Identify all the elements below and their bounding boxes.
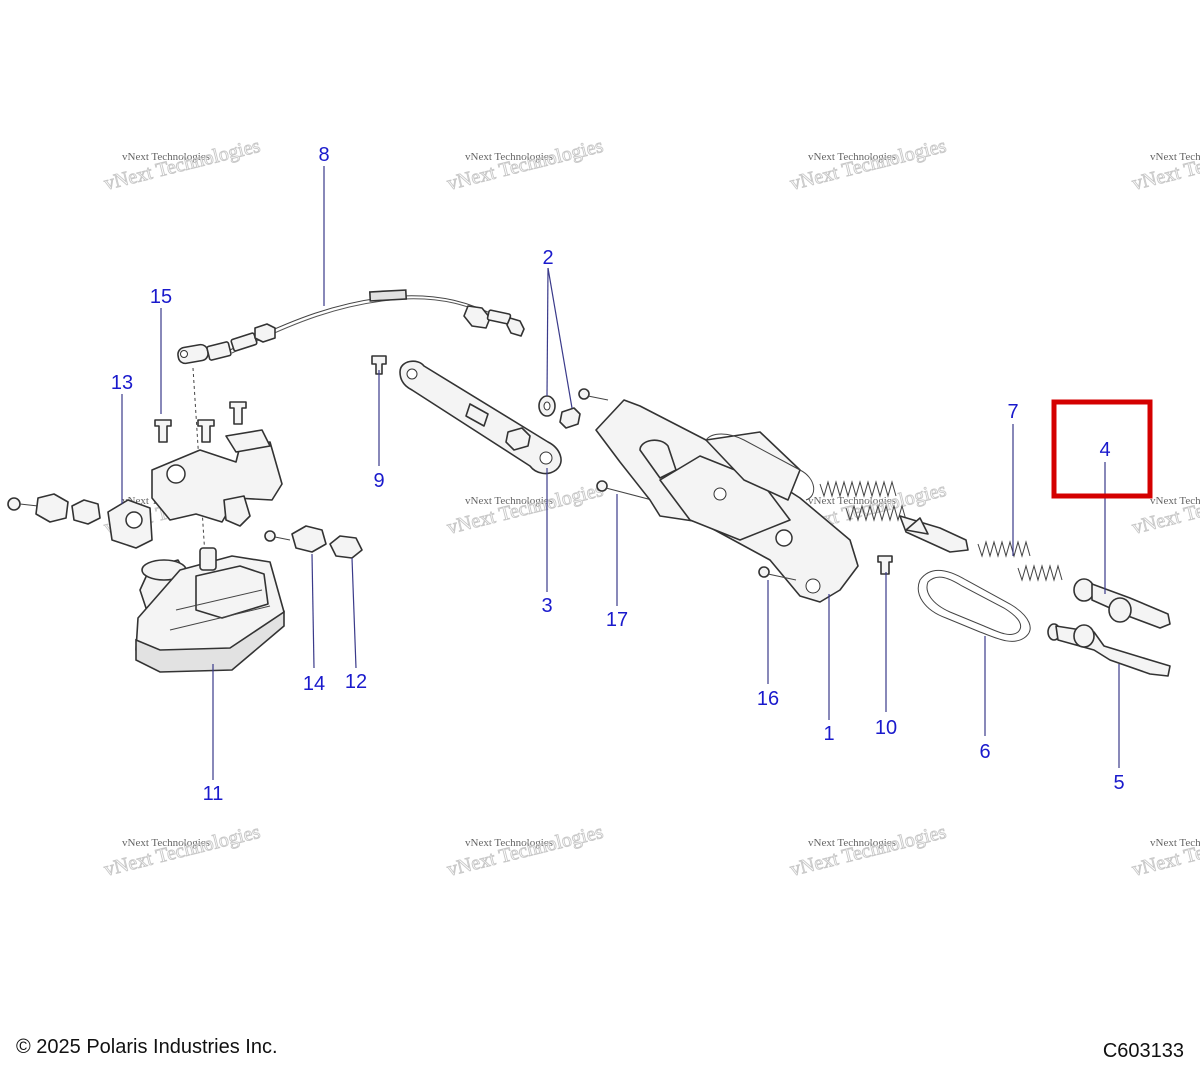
bolt-drawing (877, 555, 893, 575)
callout-label-7[interactable]: 7 (1007, 401, 1018, 423)
copyright-notice: © 2025 Polaris Industries Inc. (16, 1036, 278, 1058)
watermark-line2: vNext Technologies (102, 135, 263, 195)
watermark: vNext Technologies vNext Technologies (444, 478, 606, 539)
watermark: vNext Technologies vNext Technologies (444, 134, 606, 195)
callout-label-1[interactable]: 1 (823, 723, 834, 745)
watermark-line1: vNext Technologies (808, 151, 896, 163)
link-arm-drawing (371, 355, 562, 475)
callout-label-17[interactable]: 17 (606, 609, 628, 631)
watermark-line1: vNext Technologies (122, 837, 210, 849)
watermark-line1: vNext Technologies (808, 837, 896, 849)
callout-label-9[interactable]: 9 (373, 470, 384, 492)
watermarks: vNext Technologies vNext Technologies vN… (101, 134, 1200, 881)
shift-housing-drawing (595, 399, 859, 603)
shift-fork-2-drawing (1047, 623, 1171, 677)
callout-label-11[interactable]: 11 (203, 783, 224, 805)
watermark-line2: vNext Technologies (1130, 135, 1200, 195)
watermark-line1: vNext Technologies (1150, 151, 1200, 163)
watermark-line1: vNext Technologies (1150, 495, 1200, 507)
callout-label-10[interactable]: 10 (875, 717, 897, 739)
watermark-line1: vNext Technologies (1150, 837, 1200, 849)
leader-line-2a (546, 267, 549, 397)
gasket-drawing (705, 433, 1031, 642)
watermark-line2: vNext Technologies (445, 135, 606, 195)
spring-drawings (819, 480, 1063, 582)
part-drawings (7, 289, 1171, 677)
watermark-line2: vNext Technologies (788, 821, 949, 881)
leader-line-14 (311, 553, 315, 669)
watermark: vNext Technologies vNext Technologies (1129, 478, 1200, 539)
shift-actuator-drawing (135, 367, 285, 673)
callout-label-2[interactable]: 2 (542, 247, 553, 269)
watermark-line2: vNext Technologies (1130, 821, 1200, 881)
diagram-code: C603133 (1102, 1040, 1184, 1062)
watermark: vNext Technologies vNext Technologies (444, 820, 606, 881)
watermark: vNext Technologies vNext Technologies (787, 820, 949, 881)
watermark-line2: vNext Technologies (1130, 479, 1200, 539)
watermark: vNext Technologies vNext Technologies (1129, 820, 1200, 881)
mounting-bracket-drawing (7, 401, 283, 549)
callout-label-5[interactable]: 5 (1113, 772, 1124, 794)
watermark-line1: vNext Technologies (465, 837, 553, 849)
watermark-line2: vNext Technologies (788, 135, 949, 195)
washer-drawings (538, 388, 609, 429)
callout-label-13[interactable]: 13 (111, 372, 133, 394)
leader-lines (121, 166, 1120, 780)
nut-drawings (264, 525, 363, 559)
watermark-line1: vNext Technologies (465, 495, 553, 507)
callout-label-4[interactable]: 4 (1099, 439, 1110, 461)
highlight-box (1051, 399, 1153, 499)
leader-line-2b (547, 267, 573, 409)
callout-label-16[interactable]: 16 (757, 688, 779, 710)
shift-cable-drawing (177, 289, 525, 365)
callout-label-3[interactable]: 3 (541, 595, 552, 617)
watermark: vNext Technologies vNext Technologies (1129, 134, 1200, 195)
watermark-line2: vNext Technologies (102, 821, 263, 881)
watermark-line1: vNext Technologies (808, 495, 896, 507)
watermark: vNext Technologies vNext Technologies (101, 820, 263, 881)
watermark: vNext Technologies vNext Technologies (101, 134, 263, 195)
callout-label-8[interactable]: 8 (318, 144, 329, 166)
callout-label-14[interactable]: 14 (303, 673, 325, 695)
watermark-line2: vNext Technologies (445, 479, 606, 539)
watermark-line1: vNext Technologies (465, 151, 553, 163)
watermark: vNext Technologies vNext Technologies (787, 134, 949, 195)
callout-labels: 8 2 15 13 7 4 9 3 17 14 12 16 10 1 6 5 1… (111, 144, 1125, 805)
watermark-line1: vNext Technologies (122, 151, 210, 163)
leader-line-12 (351, 557, 357, 669)
watermark-line2: vNext Technologies (445, 821, 606, 881)
callout-label-12[interactable]: 12 (345, 671, 367, 693)
shift-fork-drawing (1073, 578, 1171, 629)
callout-label-6[interactable]: 6 (979, 741, 990, 763)
callout-label-15[interactable]: 15 (150, 286, 172, 308)
